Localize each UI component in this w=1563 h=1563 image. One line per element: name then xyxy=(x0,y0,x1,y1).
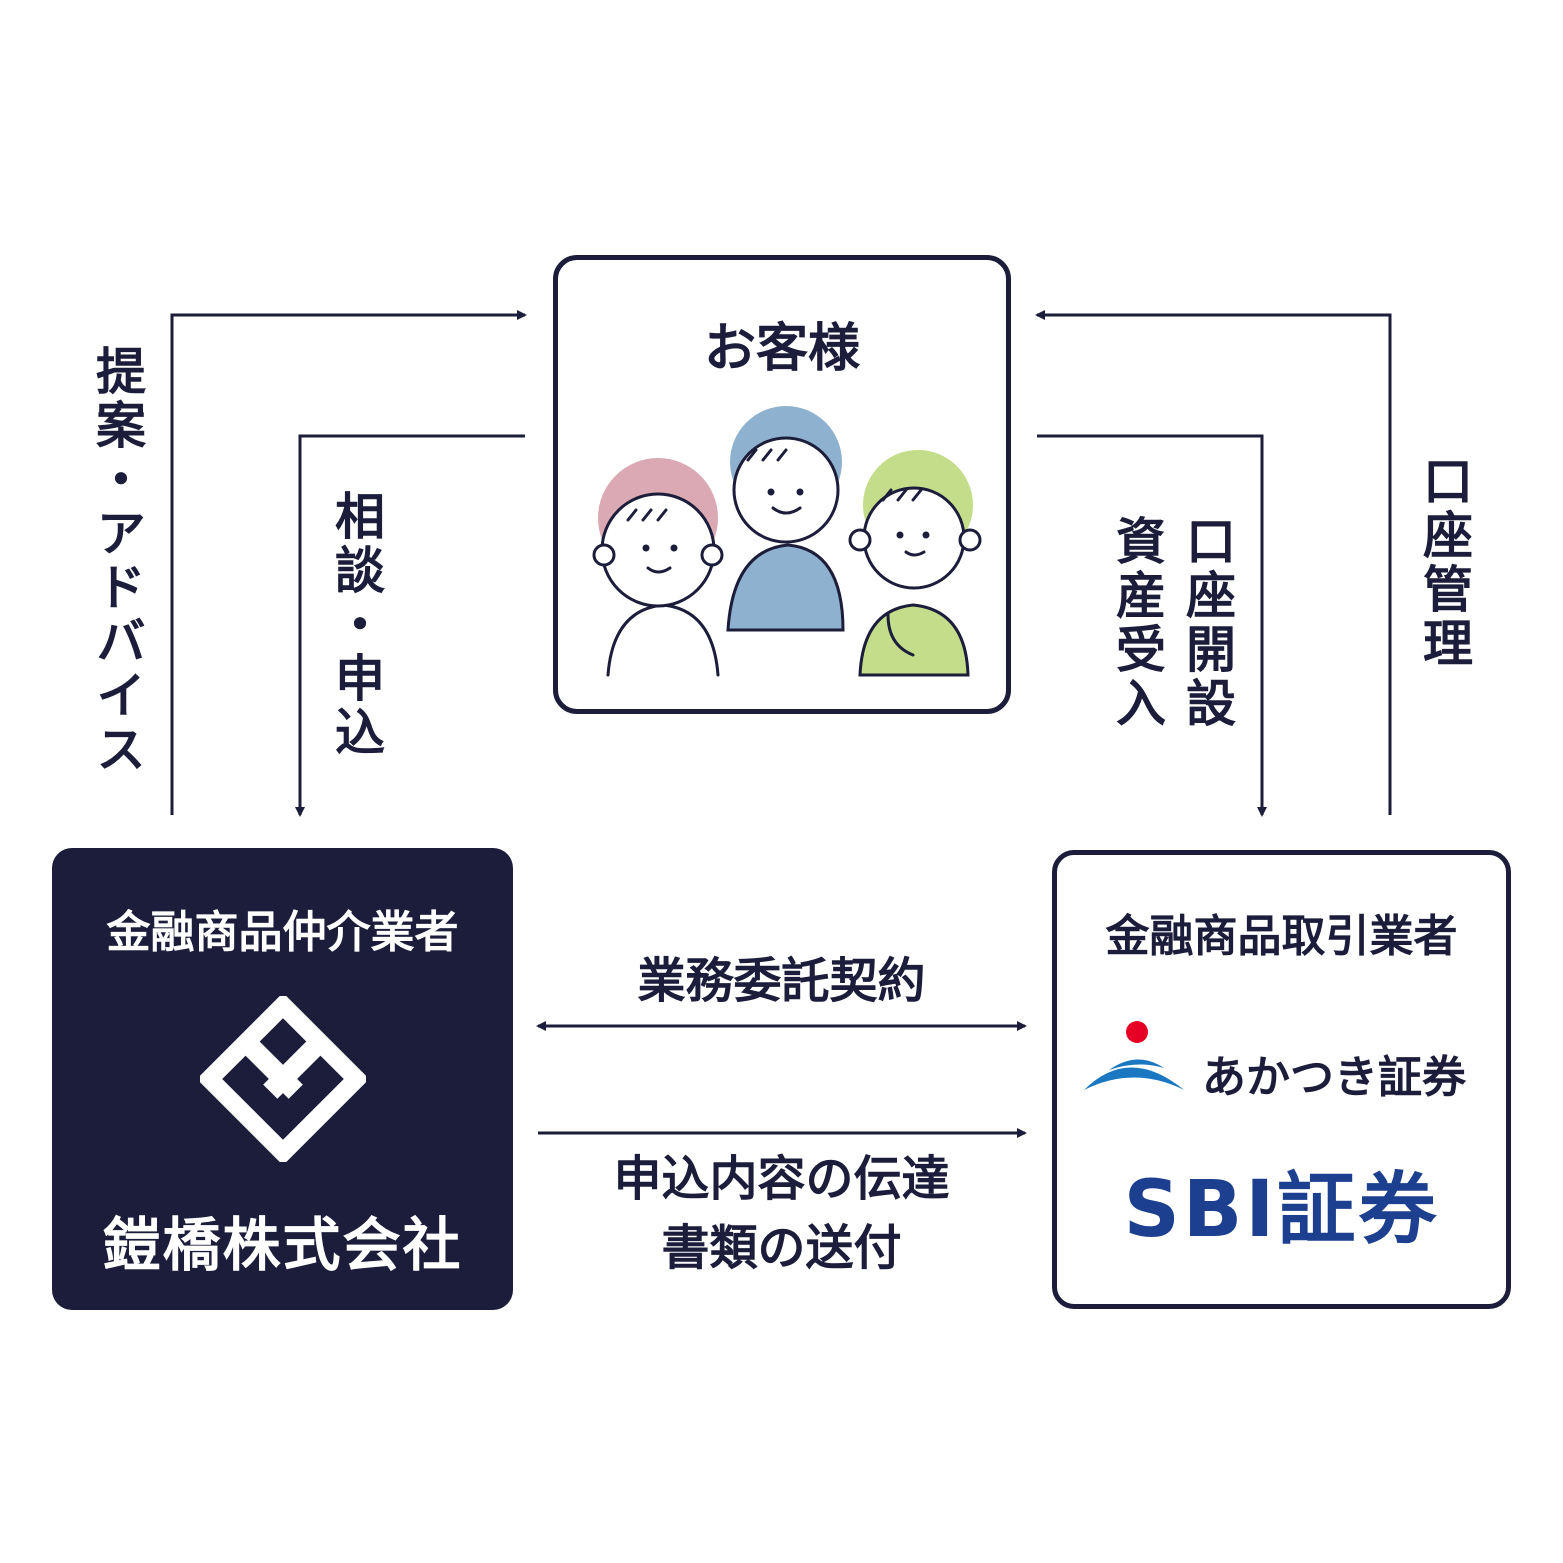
arrow-account-management xyxy=(1035,310,1392,815)
company-logo-icon xyxy=(200,996,366,1162)
label-contract: 業務委託契約 xyxy=(637,953,926,1009)
label-documents: 書類の送付 xyxy=(661,1220,902,1276)
broker-company-name: 鎧橋株式会社 xyxy=(102,1211,463,1279)
label-account-opening: 口座開設 xyxy=(1178,515,1236,731)
dealer-box: 金融商品取引業者 あかつき証券 SBI証券 xyxy=(1052,850,1511,1309)
customer-title: お客様 xyxy=(703,319,860,379)
arrow-consultation xyxy=(295,434,525,817)
akatsuki-logo-icon xyxy=(1084,1021,1184,1090)
dealer-role: 金融商品取引業者 xyxy=(1105,911,1458,962)
partner-akatsuki: あかつき証券 xyxy=(1202,1052,1466,1103)
arrow-account-opening xyxy=(1037,434,1267,817)
partner-sbi: SBI証券 xyxy=(1123,1165,1440,1255)
customers-illustration xyxy=(592,406,982,677)
label-consultation: 相談・申込 xyxy=(327,490,385,760)
customer-box: お客様 xyxy=(553,255,1011,714)
label-transmission: 申込内容の伝達 xyxy=(613,1151,950,1207)
broker-role: 金融商品仲介業者 xyxy=(106,907,459,958)
broker-box: 金融商品仲介業者 鎧橋株式会社 xyxy=(52,848,513,1310)
label-asset-transfer: 資産受入 xyxy=(1108,515,1166,731)
arrow-proposal xyxy=(170,310,527,815)
label-proposal: 提案・アドバイス xyxy=(88,345,146,777)
label-account-management: 口座管理 xyxy=(1415,455,1473,671)
